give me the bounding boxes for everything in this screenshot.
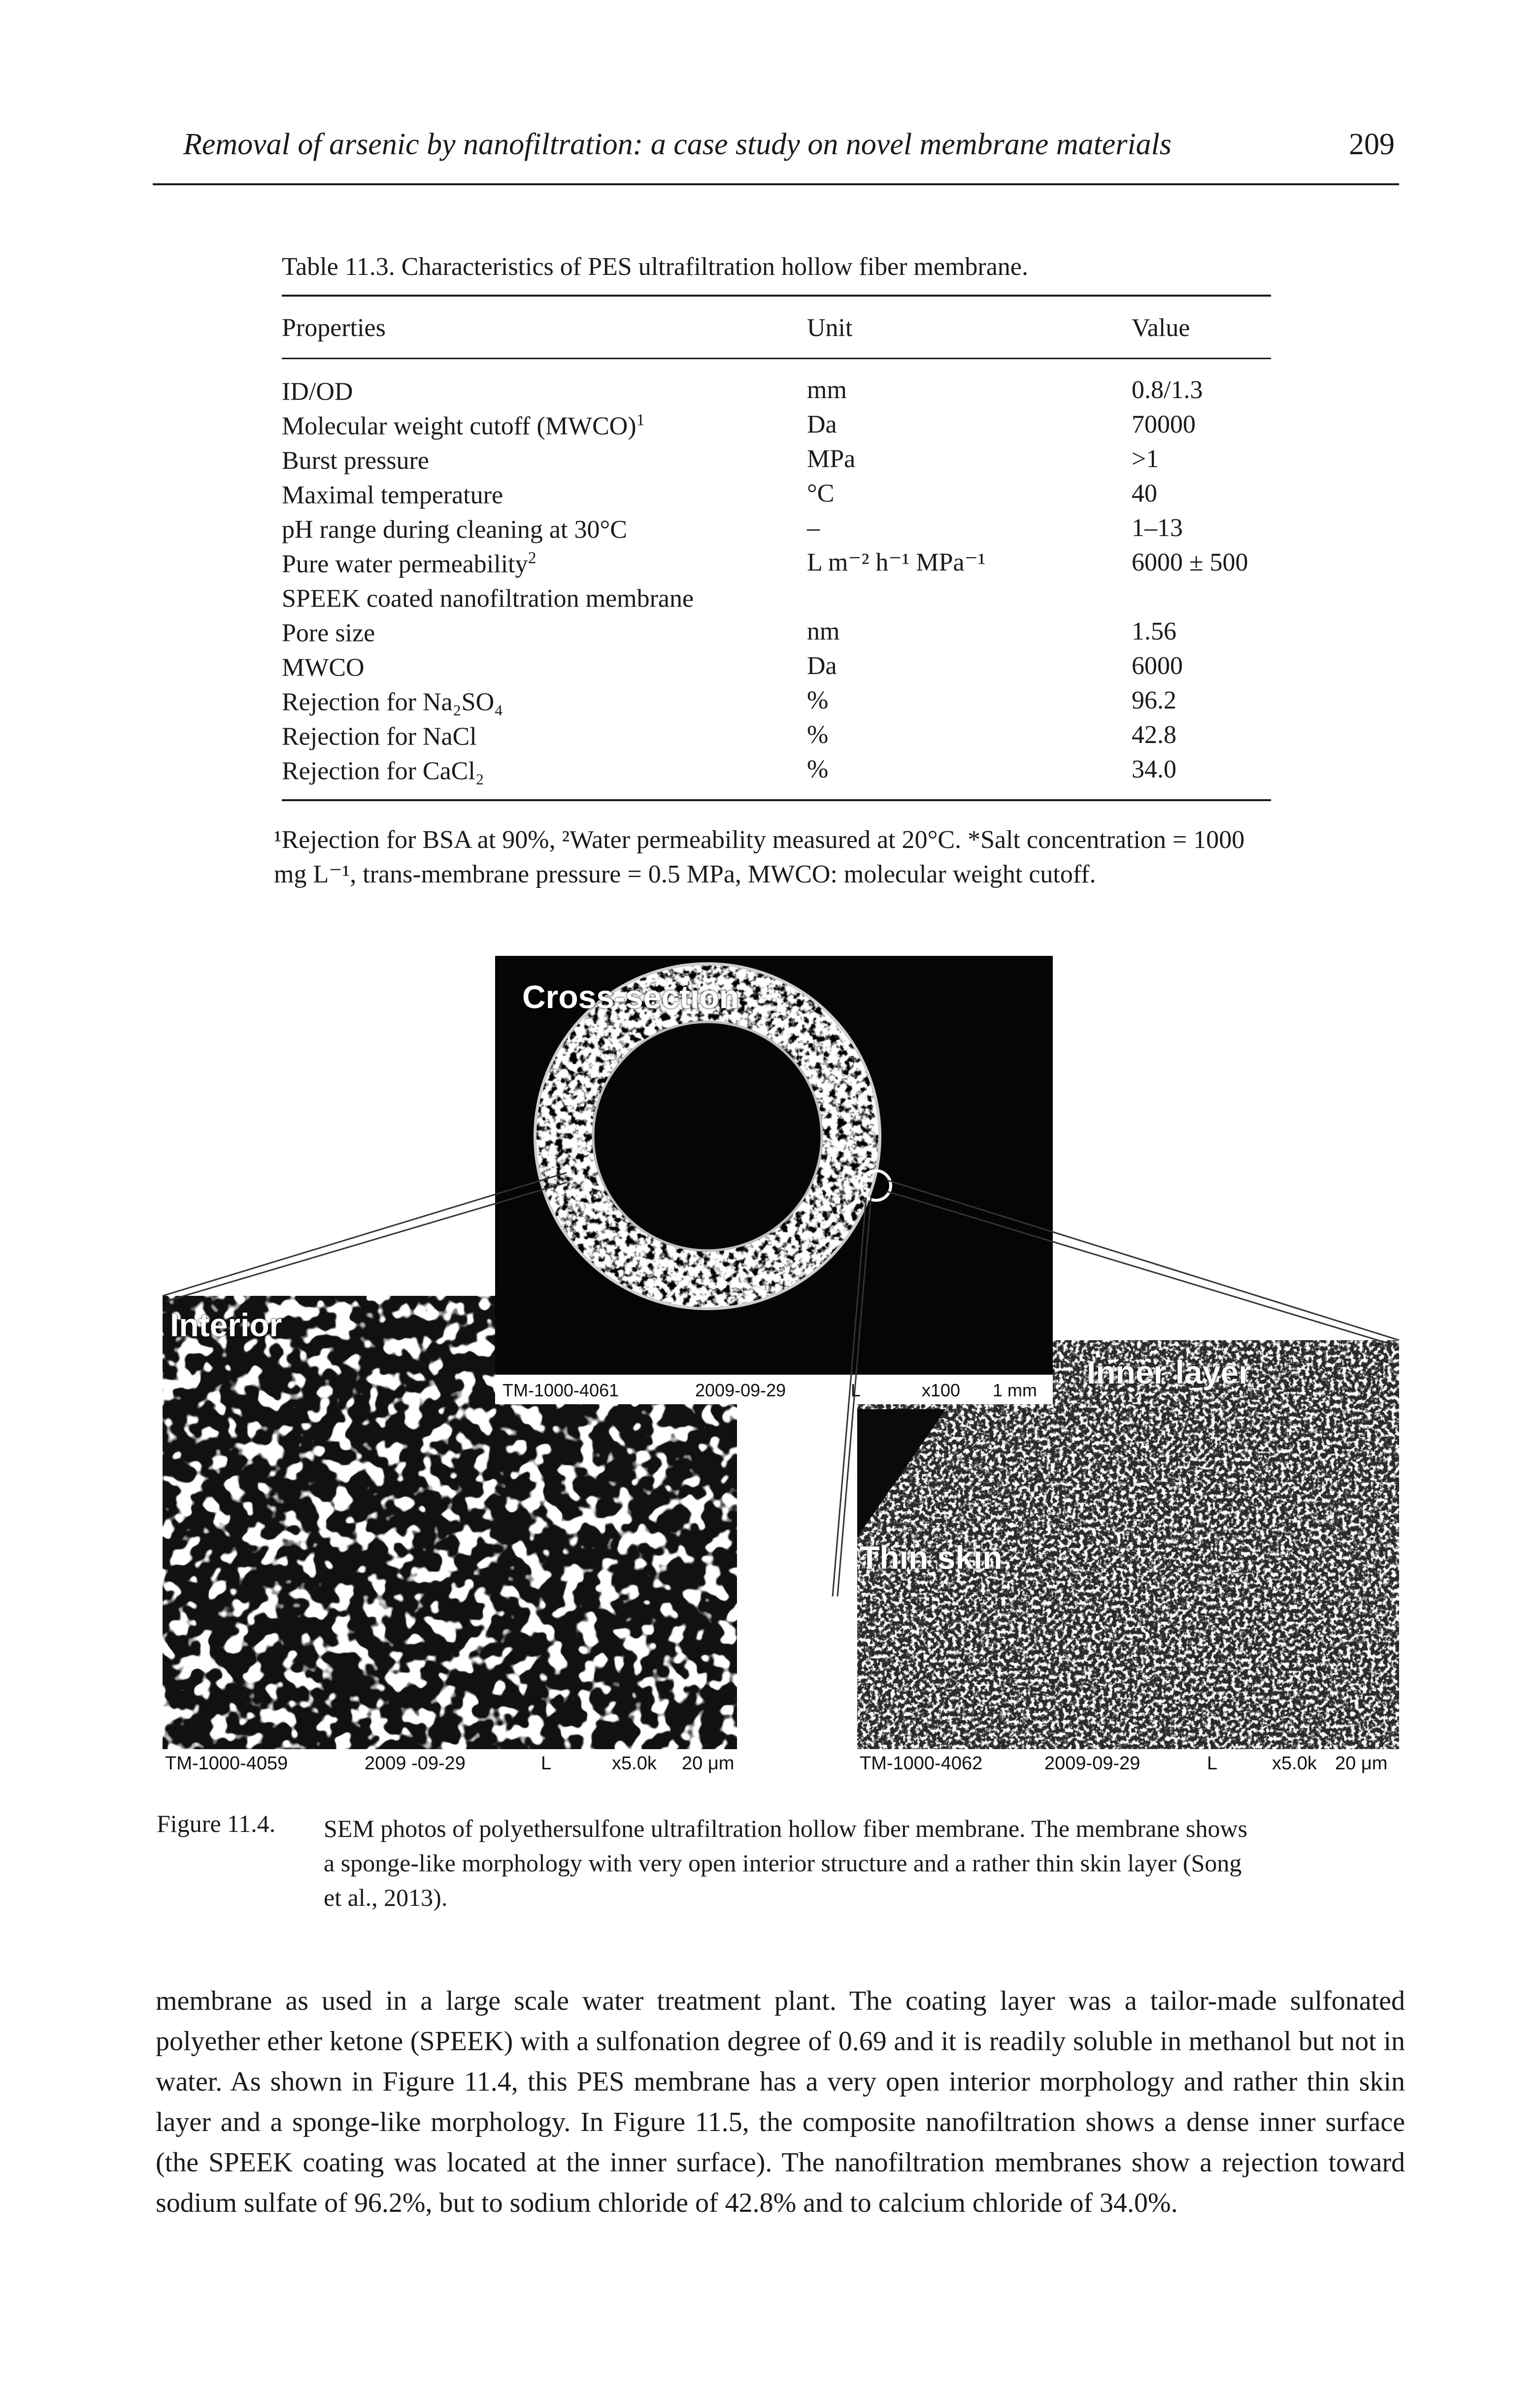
sem-right-scale: 20 μm [1335, 1753, 1388, 1774]
table-cell-unit: Da [807, 652, 837, 680]
table-cell-unit: – [807, 514, 820, 542]
table-cell-unit: MPa [807, 445, 856, 473]
body-paragraph: membrane as used in a large scale water … [156, 1986, 1405, 2218]
page-number: 209 [1349, 128, 1395, 161]
table-cell-value: 6000 [1132, 652, 1183, 680]
figure-connector-lines [162, 1172, 1400, 1597]
sem-label-interior: Interior [170, 1307, 282, 1343]
table-cell-unit: nm [807, 617, 840, 645]
table-cell-property-text: Burst pressure [282, 446, 429, 475]
table-cell-value: 6000 ± 500 [1132, 548, 1248, 576]
sem-left-mode: L [541, 1753, 552, 1774]
table-cell-unit: % [807, 755, 829, 783]
table-cell-property: ID/OD [282, 377, 353, 405]
table-cell-property: MWCO [282, 653, 365, 680]
table-cell-value: >1 [1132, 445, 1159, 473]
sem-left-scale: 20 μm [682, 1753, 735, 1774]
table-cell-value: 40 [1132, 479, 1157, 507]
sem-label-cross-section: Cross-section [522, 979, 739, 1015]
sem-figure [162, 956, 1400, 1749]
table-cell-property: Rejection for Na₂SO₄ [282, 688, 503, 715]
running-header-title: Removal of arsenic by nanofiltration: a … [183, 128, 1172, 161]
sem-top-info-bar: TM-1000-4061 2009-09-29 L x100 1 mm [495, 1379, 1053, 1402]
sem-right-date: 2009-09-29 [1044, 1753, 1140, 1774]
table-cell-value: 0.8/1.3 [1132, 376, 1203, 404]
table-cell-unit: L m⁻² h⁻¹ MPa⁻¹ [807, 548, 986, 576]
table-cell-property-text: SPEEK coated nanofiltration membrane [282, 584, 694, 613]
table-cell-property: Rejection for CaCl₂ [282, 757, 484, 784]
sem-right-info-bar: TM-1000-4062 2009-09-29 L x5.0k 20 μm [857, 1750, 1399, 1775]
table-cell-unit: Da [807, 410, 837, 439]
table-cell-value: 34.0 [1132, 755, 1176, 783]
sem-top-scale: 1 mm [993, 1380, 1037, 1400]
table-cell-value: 1.56 [1132, 617, 1176, 645]
table-top-rule [282, 295, 1271, 297]
sem-left-date: 2009 -09-29 [365, 1753, 466, 1774]
table-cell-unit: % [807, 686, 829, 714]
table-cell-value: 96.2 [1132, 686, 1176, 714]
sem-label-thin-skin: Thin skin [860, 1539, 1003, 1576]
sem-right-mag: x5.0k [1272, 1753, 1317, 1774]
table-bottom-rule [282, 799, 1271, 801]
table-cell-property: Molecular weight cutoff (MWCO)1 [282, 412, 645, 439]
table-header-rule [282, 358, 1271, 359]
table-cell-property-text: Pore size [282, 619, 375, 647]
table-cell-value: 42.8 [1132, 721, 1176, 749]
table-cell-unit: mm [807, 376, 847, 404]
table-cell-value: 1–13 [1132, 514, 1183, 542]
table-cell-property-text: Molecular weight cutoff (MWCO) [282, 412, 636, 440]
table-cell-property-text: Rejection for Na₂SO₄ [282, 688, 503, 716]
table-cell-property: Rejection for NaCl [282, 722, 477, 749]
table-cell-property-text: Rejection for CaCl₂ [282, 757, 484, 785]
table-cell-property: SPEEK coated nanofiltration membrane [282, 584, 694, 611]
table-cell-footnote-mark: 1 [636, 411, 645, 429]
figure-caption-text: SEM photos of polyethersulfone ultrafilt… [324, 1815, 1248, 1911]
table-cell-property: pH range during cleaning at 30°C [282, 515, 627, 542]
figure-caption-label: Figure 11.4. [157, 1810, 276, 1837]
sem-top-mode: L [851, 1380, 861, 1400]
table-header-value: Value [1132, 314, 1190, 342]
sem-top-id: TM-1000-4061 [502, 1380, 619, 1400]
sem-left-id: TM-1000-4059 [165, 1753, 288, 1774]
table-cell-property: Pure water permeability2 [282, 550, 536, 577]
table-cell-property-text: Pure water permeability [282, 550, 528, 578]
table-caption: Table 11.3. Characteristics of PES ultra… [282, 253, 1029, 281]
sem-cross-section-image [495, 956, 1053, 1404]
sem-inner-layer-image [857, 1340, 1399, 1749]
sem-left-info-bar: TM-1000-4059 2009 -09-29 L x5.0k 20 μm [163, 1750, 744, 1775]
table-cell-value: 70000 [1132, 410, 1196, 439]
header-rule [153, 183, 1399, 185]
table-header-unit: Unit [807, 314, 853, 342]
table-cell-property-text: MWCO [282, 653, 365, 682]
table-cell-property-text: Rejection for NaCl [282, 722, 477, 751]
table-cell-property-text: pH range during cleaning at 30°C [282, 515, 627, 544]
table-cell-property: Burst pressure [282, 446, 429, 474]
table-header-properties: Properties [282, 314, 386, 342]
sem-top-date: 2009-09-29 [695, 1380, 786, 1400]
table-cell-unit: °C [807, 479, 835, 507]
sem-top-mag: x100 [922, 1380, 961, 1400]
sem-right-id: TM-1000-4062 [860, 1753, 983, 1774]
table-cell-property-text: Maximal temperature [282, 481, 503, 509]
sem-left-mag: x5.0k [612, 1753, 657, 1774]
table-cell-unit: % [807, 721, 829, 749]
table-footnote: ¹Rejection for BSA at 90%, ²Water permea… [274, 826, 1245, 888]
table-cell-property-text: ID/OD [282, 377, 353, 406]
table-cell-property: Pore size [282, 619, 375, 646]
table-cell-property: Maximal temperature [282, 481, 503, 508]
sem-label-inner-layer: Inner layer [1087, 1354, 1251, 1390]
table-cell-footnote-mark: 2 [528, 549, 536, 567]
sem-right-mode: L [1207, 1753, 1218, 1774]
